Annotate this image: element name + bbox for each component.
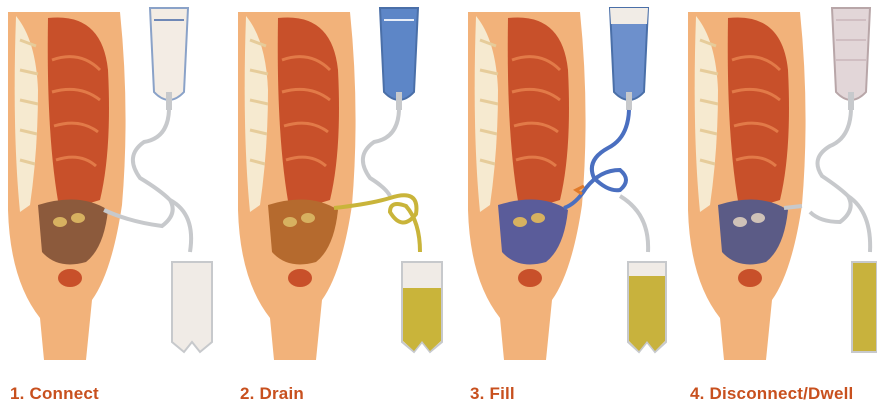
- dialysate-bag: [380, 8, 418, 110]
- drain-bag: [172, 262, 212, 352]
- drain-bag: [628, 262, 666, 352]
- dialysate-bag: [150, 8, 188, 110]
- step-panel-fill: 3. Fill: [460, 0, 670, 412]
- torso-cross-section: [688, 12, 806, 360]
- tubing: [620, 196, 648, 252]
- torso-cross-section: [8, 12, 126, 360]
- dialysate-bag: [832, 8, 870, 110]
- step-label-fill: 3. Fill: [470, 384, 515, 404]
- disconnect-dwell-illustration: [680, 0, 877, 412]
- step-label-disconnect-dwell: 4. Disconnect/Dwell: [690, 384, 853, 404]
- step-panel-connect: 1. Connect: [0, 0, 220, 412]
- step-label-connect: 1. Connect: [10, 384, 99, 404]
- tubing: [810, 110, 851, 222]
- torso-cross-section: [238, 12, 356, 360]
- drain-bag: [402, 262, 442, 352]
- tubing: [363, 110, 399, 196]
- step-label-drain: 2. Drain: [240, 384, 304, 404]
- step-panel-disconnect-dwell: 4. Disconnect/Dwell: [680, 0, 877, 412]
- dialysate-bag: [610, 8, 648, 110]
- catheter: [784, 206, 802, 208]
- drain-illustration: [230, 0, 450, 412]
- fill-illustration: [460, 0, 670, 412]
- connect-illustration: [0, 0, 220, 412]
- step-panel-drain: 2. Drain: [230, 0, 450, 412]
- torso-cross-section: [468, 12, 586, 360]
- drain-bag: [852, 262, 877, 352]
